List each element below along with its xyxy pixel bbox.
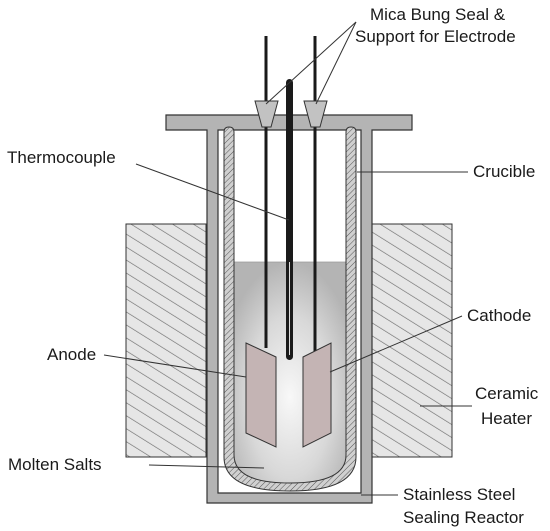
label-ceramic-line2: Heater — [481, 409, 532, 428]
label-mica-line1: Mica Bung Seal & — [370, 5, 506, 24]
label-cathode: Cathode — [467, 306, 531, 325]
leader-anode — [103, 354, 247, 378]
cathode-plate — [302, 342, 332, 448]
leader-molten-salts — [148, 464, 265, 469]
thermocouple — [286, 79, 293, 360]
leader-mica-right — [315, 21, 357, 105]
leader-cathode — [329, 315, 463, 373]
leader-thermocouple — [135, 163, 290, 221]
label-molten-salts: Molten Salts — [8, 455, 102, 474]
label-stainless-line1: Stainless Steel — [403, 485, 515, 504]
label-crucible: Crucible — [473, 162, 535, 181]
label-thermocouple: Thermocouple — [7, 148, 116, 167]
crucible — [223, 126, 357, 492]
label-mica-line2: Support for Electrode — [355, 27, 516, 46]
mica-bung-left — [254, 100, 279, 128]
label-anode: Anode — [47, 345, 96, 364]
mica-bung-right — [303, 100, 328, 128]
label-ceramic-line1: Ceramic — [475, 384, 539, 403]
leader-mica-left — [265, 21, 357, 105]
ceramic-heater-right — [371, 223, 453, 458]
stainless-steel-reactor — [165, 114, 413, 504]
label-stainless-line2: Sealing Reactor — [403, 508, 524, 527]
ceramic-heater-left — [125, 223, 207, 458]
anode-plate — [245, 342, 277, 448]
